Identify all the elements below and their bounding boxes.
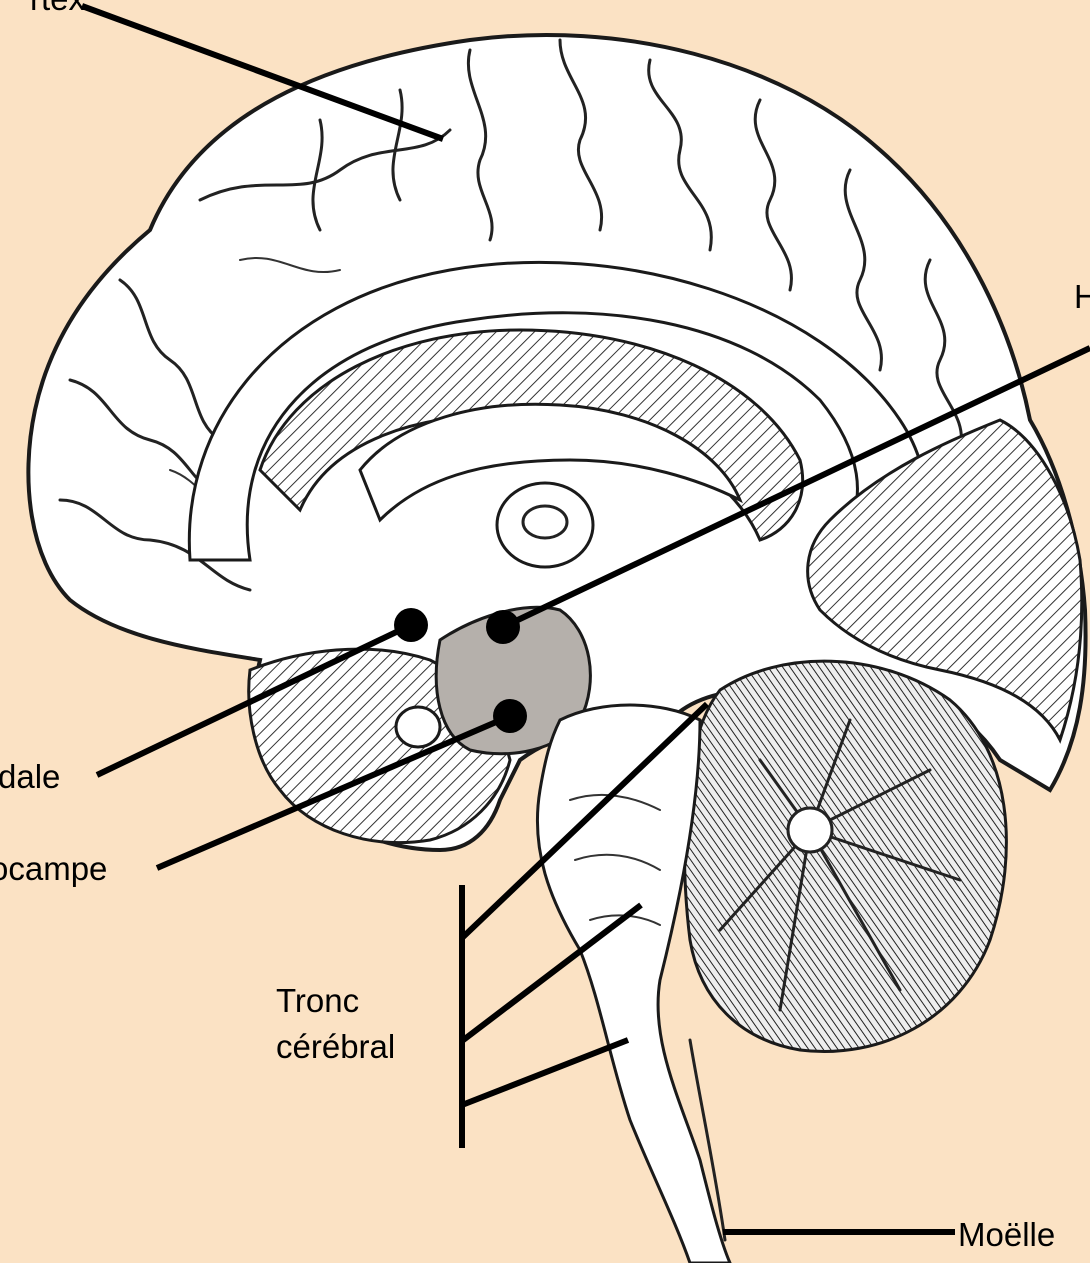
brain-illustration — [28, 35, 1085, 1263]
label-hypothalamus: H — [1074, 278, 1090, 315]
label-moelle: Moëlle — [958, 1216, 1055, 1253]
label-amygdale: dale — [0, 758, 60, 795]
mammillary-body — [396, 707, 440, 747]
label-cortex: rtex — [30, 0, 86, 17]
marker-hypothalamus — [486, 610, 520, 644]
label-tronc-line2: cérébral — [276, 1028, 395, 1065]
cerebellum — [684, 661, 1006, 1051]
leader-tronc-lower — [462, 1040, 628, 1105]
label-tronc-line1: Tronc — [276, 982, 359, 1019]
interthalamic-adhesion — [523, 506, 567, 538]
marker-hippocampe — [493, 699, 527, 733]
marker-amygdale — [394, 608, 428, 642]
label-hippocampe: ocampe — [0, 850, 107, 887]
